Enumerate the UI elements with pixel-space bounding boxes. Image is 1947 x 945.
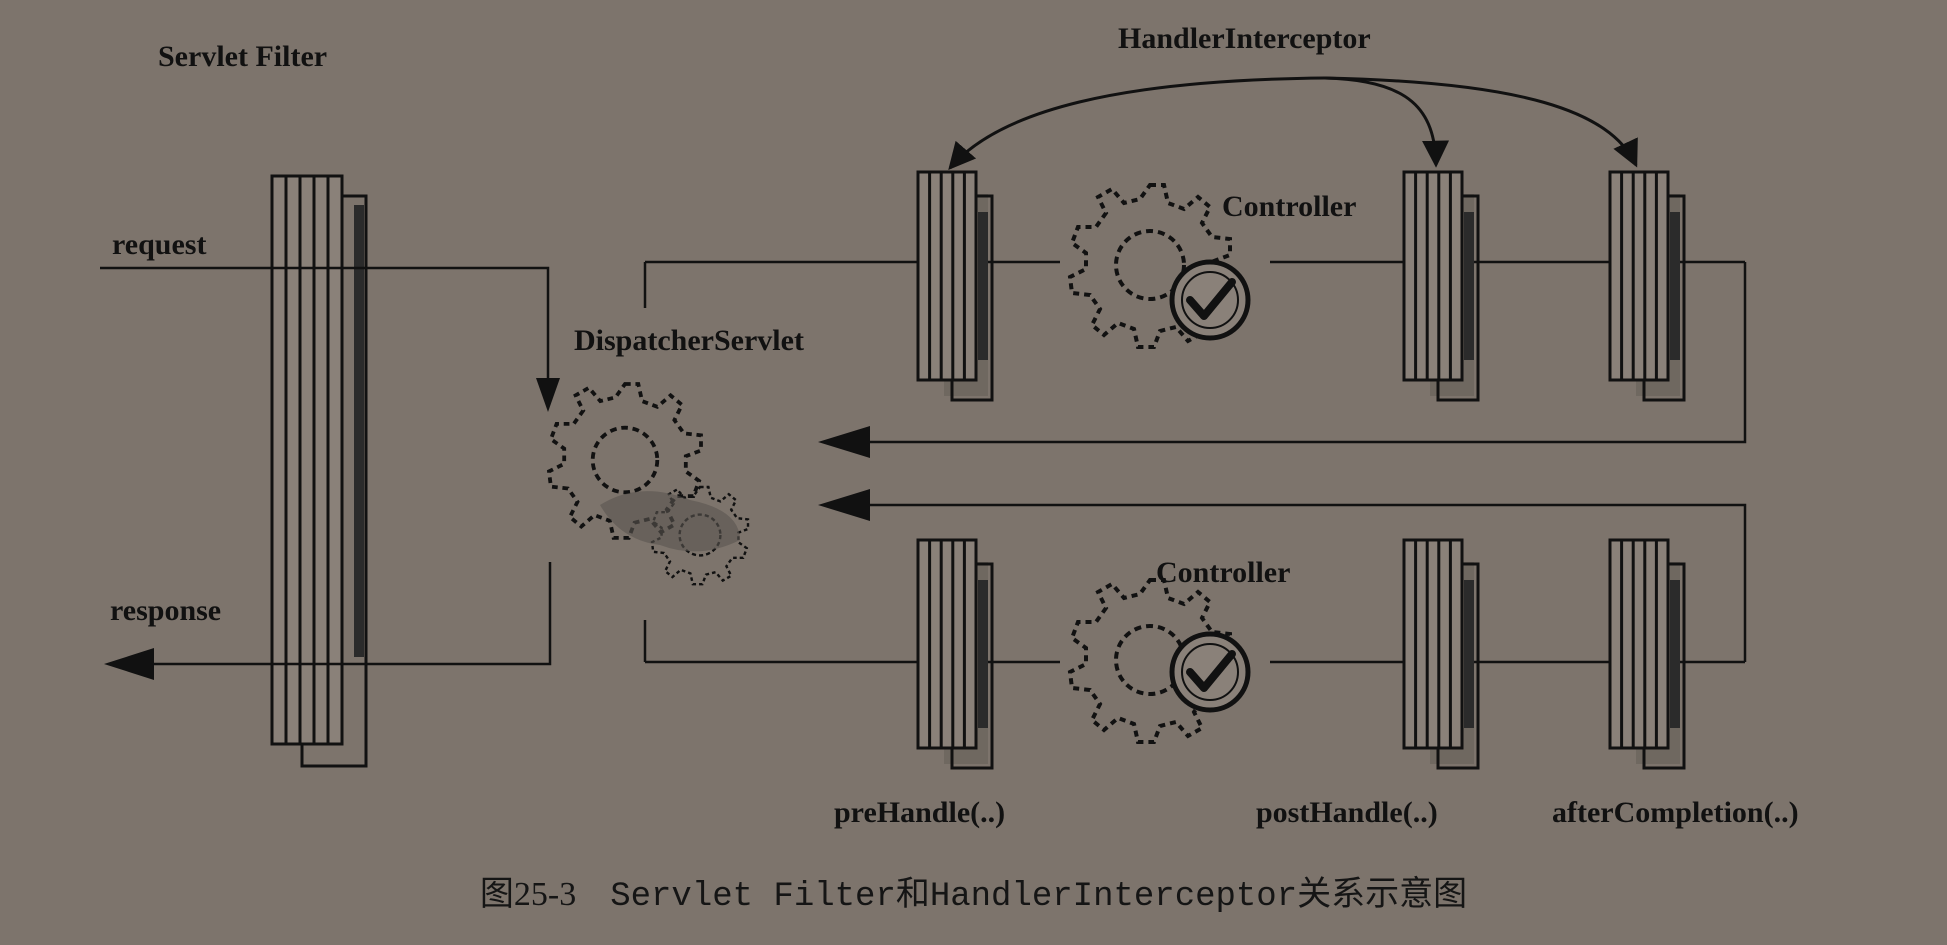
figure-title: Servlet Filter和HandlerInterceptor关系示意图: [610, 878, 1468, 916]
handler-interceptor-label: HandlerInterceptor: [1118, 22, 1371, 55]
controller-label-bottom: Controller: [1156, 556, 1291, 589]
controller-gear-icon-bottom: [1068, 578, 1248, 744]
request-line: [100, 266, 560, 412]
aftercompletion-label: afterCompletion(..): [1552, 796, 1799, 829]
posthandle-block-top: [1402, 170, 1480, 402]
servlet-filter-label: Servlet Filter: [158, 40, 328, 73]
servlet-filter-block: [270, 174, 368, 768]
prehandle-label: preHandle(..): [834, 796, 1006, 829]
dispatcher-gear-icon: [547, 382, 750, 586]
handler-interceptor-arrows: [948, 76, 1638, 171]
request-label: request: [112, 228, 207, 261]
aftercompletion-block-bottom: [1608, 538, 1686, 770]
posthandle-label: postHandle(..): [1256, 796, 1438, 829]
posthandle-block-bottom: [1402, 538, 1480, 770]
response-label: response: [110, 594, 222, 627]
prehandle-block-top: [916, 170, 994, 402]
prehandle-block-bottom: [916, 538, 994, 770]
figure-number: 图25-3: [479, 876, 577, 913]
aftercompletion-block-top: [1608, 170, 1686, 402]
interceptor-blocks: [916, 170, 1686, 770]
response-line: [104, 562, 552, 680]
figure-caption: 图25-3 Servlet Filter和HandlerInterceptor关…: [0, 876, 1947, 916]
controller-label-top: Controller: [1222, 190, 1357, 223]
dispatcher-servlet-label: DispatcherServlet: [574, 324, 804, 357]
